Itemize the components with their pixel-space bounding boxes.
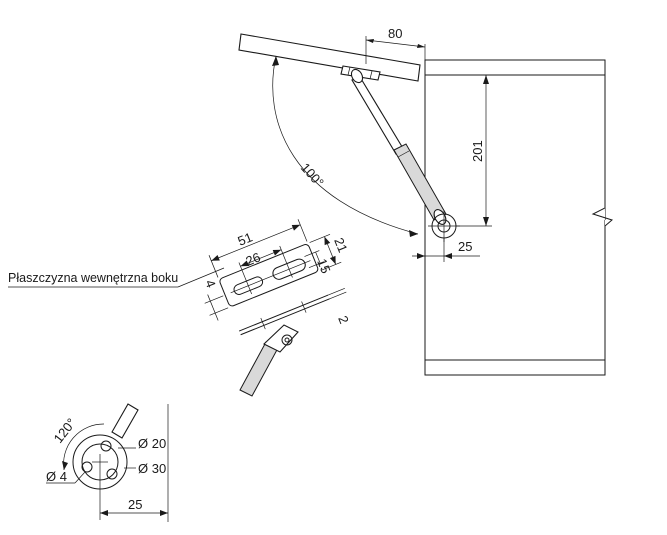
dim-51-label: 51 — [236, 229, 255, 248]
bracket-side-view — [238, 288, 347, 336]
dim-201-label: 201 — [470, 140, 485, 162]
dim-80: 80 — [365, 26, 426, 64]
dim-21-label: 21 — [331, 236, 350, 255]
cabinet-side — [424, 59, 614, 376]
angle-100-label: 100° — [298, 160, 327, 190]
dim-25-pivot-label: 25 — [458, 239, 472, 254]
inner-plane-leader: Płaszczyzna wewnętrzna boku — [8, 267, 225, 288]
dim-201: 201 — [440, 74, 492, 227]
bracket-detail — [204, 219, 342, 321]
dim-d4-label: Ø 4 — [46, 469, 67, 484]
dim-26-label: 26 — [244, 249, 263, 268]
dim-d30-label: Ø 30 — [138, 461, 166, 476]
angle-120-label: 120° — [51, 415, 79, 445]
gas-strut — [350, 68, 447, 225]
dim-25-pivot: 25 — [412, 238, 480, 262]
strut-end-detail — [239, 324, 299, 397]
dim-25-mount-label: 25 — [128, 497, 142, 512]
dim-80-label: 80 — [388, 26, 402, 41]
mount-detail: 120° Ø 20 Ø 30 Ø 4 25 — [46, 403, 169, 522]
dim-4-label: 4 — [202, 278, 219, 290]
dim-d20-label: Ø 20 — [138, 436, 166, 451]
inner-plane-label: Płaszczyzna wewnętrzna boku — [8, 271, 178, 285]
flap-panel — [238, 33, 421, 82]
dim-2-label: 2 — [335, 314, 352, 326]
dim-15-label: 15 — [314, 257, 333, 276]
